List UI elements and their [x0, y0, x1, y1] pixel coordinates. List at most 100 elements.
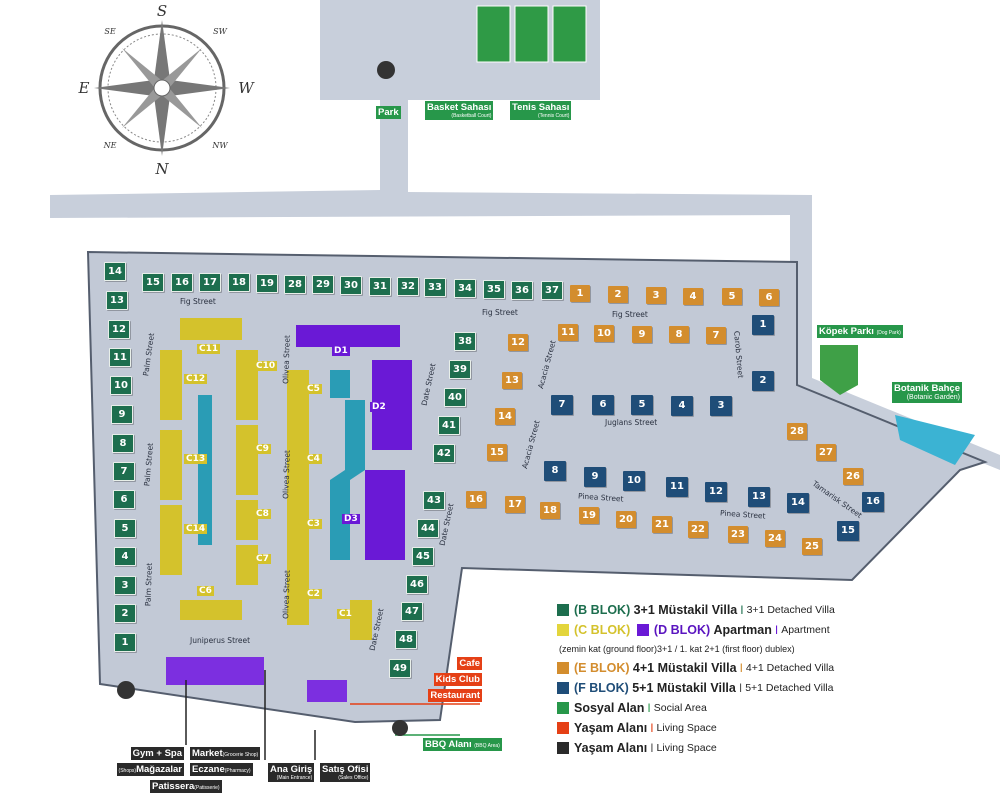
f-blok-villa-8[interactable]: 8	[544, 461, 566, 481]
b-blok-villa-44[interactable]: 44	[417, 519, 439, 538]
b-blok-villa-46[interactable]: 46	[406, 575, 428, 594]
c7-block-building[interactable]	[236, 545, 258, 585]
e-blok-villa-27[interactable]: 27	[816, 444, 836, 461]
e-blok-villa-22[interactable]: 22	[688, 521, 708, 538]
e-blok-villa-16[interactable]: 16	[466, 491, 486, 508]
f-blok-villa-5[interactable]: 5	[631, 395, 653, 415]
e-blok-villa-28[interactable]: 28	[787, 423, 807, 440]
e-blok-villa-17[interactable]: 17	[505, 496, 525, 513]
shops-label[interactable]: (Shops)Mağazalar	[116, 763, 184, 776]
b-blok-villa-31[interactable]: 31	[369, 277, 391, 296]
b-blok-villa-39[interactable]: 39	[449, 360, 471, 379]
pharmacy-label[interactable]: Eczane(Pharmacy)	[190, 763, 253, 776]
f-blok-villa-7[interactable]: 7	[551, 395, 573, 415]
e-blok-villa-18[interactable]: 18	[540, 502, 560, 519]
b-blok-villa-2[interactable]: 2	[114, 604, 136, 623]
b-blok-villa-15[interactable]: 15	[142, 273, 164, 292]
f-blok-villa-9[interactable]: 9	[584, 467, 606, 487]
e-blok-villa-14[interactable]: 14	[495, 408, 515, 425]
b-blok-villa-3[interactable]: 3	[114, 576, 136, 595]
b-blok-villa-28[interactable]: 28	[284, 275, 306, 294]
e-blok-villa-4[interactable]: 4	[683, 288, 703, 305]
tennis-court-label[interactable]: Tenis Sahası(Tennis Court)	[510, 101, 572, 120]
c2-block-building[interactable]	[287, 580, 309, 625]
e-blok-villa-7[interactable]: 7	[706, 327, 726, 344]
e-blok-villa-21[interactable]: 21	[652, 516, 672, 533]
d3-block-building[interactable]	[365, 470, 405, 560]
f-blok-villa-6[interactable]: 6	[592, 395, 614, 415]
b-blok-villa-5[interactable]: 5	[114, 519, 136, 538]
botanic-garden-label[interactable]: Botanik Bahçe(Botanic Garden)	[892, 382, 962, 403]
e-blok-villa-10[interactable]: 10	[594, 325, 614, 342]
f-blok-villa-15[interactable]: 15	[837, 521, 859, 541]
b-blok-villa-10[interactable]: 10	[110, 376, 132, 395]
b-blok-villa-6[interactable]: 6	[113, 490, 135, 509]
cafe-label[interactable]: Cafe	[457, 657, 482, 670]
c5-block-building[interactable]	[287, 370, 309, 440]
b-blok-villa-19[interactable]: 19	[256, 274, 278, 293]
b-blok-villa-14[interactable]: 14	[104, 262, 126, 281]
bbq-area-label[interactable]: BBQ Alanı (BBQ Area)	[423, 738, 502, 751]
f-blok-villa-11[interactable]: 11	[666, 477, 688, 497]
b-blok-villa-12[interactable]: 12	[108, 320, 130, 339]
patisserie-label[interactable]: Patissera(Patisserie)	[150, 780, 222, 793]
b-blok-villa-30[interactable]: 30	[340, 276, 362, 295]
b-blok-villa-41[interactable]: 41	[438, 416, 460, 435]
c13-block-building[interactable]	[160, 430, 182, 500]
c1-block-building[interactable]	[350, 600, 372, 640]
b-blok-villa-43[interactable]: 43	[423, 491, 445, 510]
f-blok-villa-12[interactable]: 12	[705, 482, 727, 502]
b-blok-villa-49[interactable]: 49	[389, 659, 411, 678]
e-blok-villa-26[interactable]: 26	[843, 468, 863, 485]
f-blok-villa-1[interactable]: 1	[752, 315, 774, 335]
park-label[interactable]: Park	[376, 106, 401, 119]
c11-block-building[interactable]	[180, 318, 242, 340]
b-blok-villa-9[interactable]: 9	[111, 405, 133, 424]
b-blok-villa-4[interactable]: 4	[114, 547, 136, 566]
dog-park-label[interactable]: Köpek Parkı (Dog Park)	[817, 325, 903, 338]
f-blok-villa-16[interactable]: 16	[862, 492, 884, 512]
b-blok-villa-47[interactable]: 47	[401, 602, 423, 621]
f-blok-villa-3[interactable]: 3	[710, 396, 732, 416]
e-blok-villa-6[interactable]: 6	[759, 289, 779, 306]
e-blok-villa-1[interactable]: 1	[570, 285, 590, 302]
f-blok-villa-4[interactable]: 4	[671, 396, 693, 416]
b-blok-villa-11[interactable]: 11	[109, 348, 131, 367]
b-blok-villa-17[interactable]: 17	[199, 273, 221, 292]
c4-block-building[interactable]	[287, 440, 309, 510]
c9-block-building[interactable]	[236, 425, 258, 495]
b-blok-villa-29[interactable]: 29	[312, 275, 334, 294]
sales-office-label[interactable]: Satış Ofisi(Sales Office)	[320, 763, 371, 782]
b-blok-villa-37[interactable]: 37	[541, 281, 563, 300]
basket-court-label[interactable]: Basket Sahası(Basketball Court)	[425, 101, 494, 120]
b-blok-villa-8[interactable]: 8	[112, 434, 134, 453]
e-blok-villa-23[interactable]: 23	[728, 526, 748, 543]
b-blok-villa-36[interactable]: 36	[511, 281, 533, 300]
c14-block-building[interactable]	[160, 505, 182, 575]
c8-block-building[interactable]	[236, 500, 258, 540]
gym-spa-label[interactable]: Gym + Spa	[130, 747, 184, 760]
b-blok-villa-38[interactable]: 38	[454, 332, 476, 351]
f-blok-villa-14[interactable]: 14	[787, 493, 809, 513]
b-blok-villa-32[interactable]: 32	[397, 277, 419, 296]
e-blok-villa-3[interactable]: 3	[646, 287, 666, 304]
c10-block-building[interactable]	[236, 350, 258, 420]
e-blok-villa-12[interactable]: 12	[508, 334, 528, 351]
b-blok-villa-35[interactable]: 35	[483, 280, 505, 299]
b-blok-villa-42[interactable]: 42	[433, 444, 455, 463]
e-blok-villa-11[interactable]: 11	[558, 324, 578, 341]
c12-block-building[interactable]	[160, 350, 182, 420]
e-blok-villa-24[interactable]: 24	[765, 530, 785, 547]
e-blok-villa-2[interactable]: 2	[608, 286, 628, 303]
b-blok-villa-45[interactable]: 45	[412, 547, 434, 566]
b-blok-villa-7[interactable]: 7	[113, 462, 135, 481]
e-blok-villa-15[interactable]: 15	[487, 444, 507, 461]
b-blok-villa-13[interactable]: 13	[106, 291, 128, 310]
restaurant-label[interactable]: Restaurant	[428, 689, 482, 702]
market-label[interactable]: Market(Grocerie Shop)	[190, 747, 261, 760]
f-blok-villa-2[interactable]: 2	[752, 371, 774, 391]
b-blok-villa-1[interactable]: 1	[114, 633, 136, 652]
e-blok-villa-5[interactable]: 5	[722, 288, 742, 305]
kids-club-label[interactable]: Kids Club	[433, 673, 482, 686]
b-blok-villa-48[interactable]: 48	[395, 630, 417, 649]
